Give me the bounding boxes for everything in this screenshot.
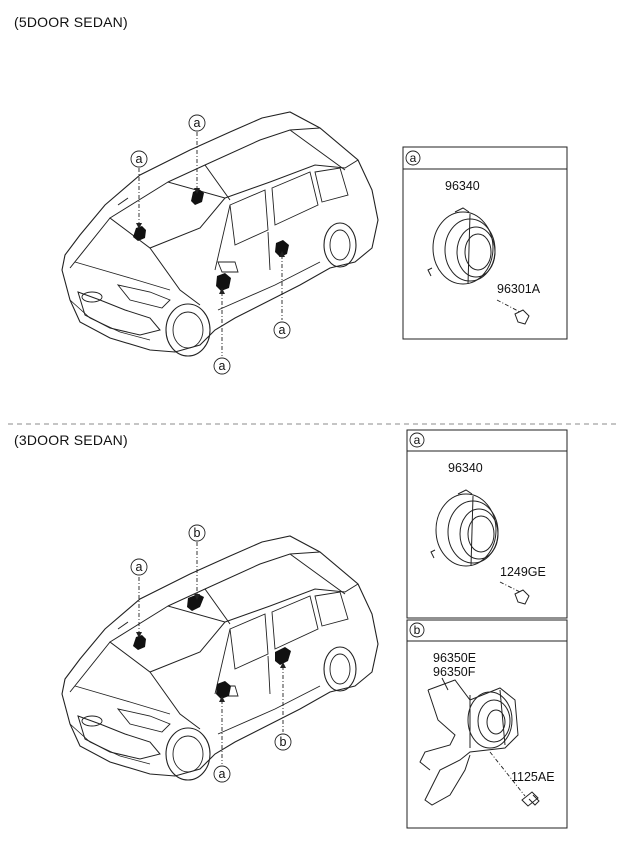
detail-box-header: b <box>414 623 421 637</box>
screw-icon <box>514 589 530 605</box>
callout-circle <box>130 150 148 168</box>
part-number: 96350F <box>433 665 476 679</box>
callout-circle <box>188 114 206 132</box>
part-number: 1125AE <box>511 770 555 784</box>
callout-label: b <box>194 526 201 540</box>
callout-circle <box>188 524 206 542</box>
speaker-mark <box>133 226 146 241</box>
callout-label: a <box>219 767 226 781</box>
bolt-icon <box>521 791 540 807</box>
callout-circle <box>273 321 291 339</box>
car-5door <box>61 111 379 357</box>
callout-label: a <box>136 560 143 574</box>
callout-circle <box>274 733 292 751</box>
part-number: 1249GE <box>500 565 546 579</box>
part-number: 96340 <box>448 461 483 475</box>
detail-box-header: a <box>410 151 417 165</box>
callout-label: b <box>280 735 287 749</box>
speaker-mark <box>275 240 289 257</box>
callout-label: a <box>194 116 201 130</box>
callout-label: a <box>279 323 286 337</box>
speaker-mark <box>191 189 204 205</box>
speaker-mark-b <box>187 594 204 611</box>
callout-label: a <box>219 359 226 373</box>
detail-box-a <box>402 146 568 340</box>
detail-box-b <box>406 619 568 829</box>
section-title-5door: (5DOOR SEDAN) <box>14 14 128 30</box>
callout-label: a <box>136 152 143 166</box>
part-number: 96340 <box>445 179 480 193</box>
speaker-icon <box>430 489 499 567</box>
speaker-mark <box>133 635 146 650</box>
detail-box-a <box>406 429 568 619</box>
callout-circle <box>213 357 231 375</box>
detail-box-header: a <box>414 433 421 447</box>
speaker-mark <box>216 273 231 291</box>
part-number: 96301A <box>497 282 541 296</box>
bracket-speaker-icon <box>419 677 519 806</box>
callout-circle <box>213 765 231 783</box>
speaker-mark <box>216 681 231 699</box>
speaker-icon <box>427 207 496 285</box>
callout-circle <box>130 558 148 576</box>
section-title-3door: (3DOOR SEDAN) <box>14 432 128 448</box>
part-number: 96350E <box>433 651 476 665</box>
screw-icon <box>514 309 530 325</box>
speaker-mark-b <box>275 647 291 665</box>
car-3door <box>61 535 379 781</box>
